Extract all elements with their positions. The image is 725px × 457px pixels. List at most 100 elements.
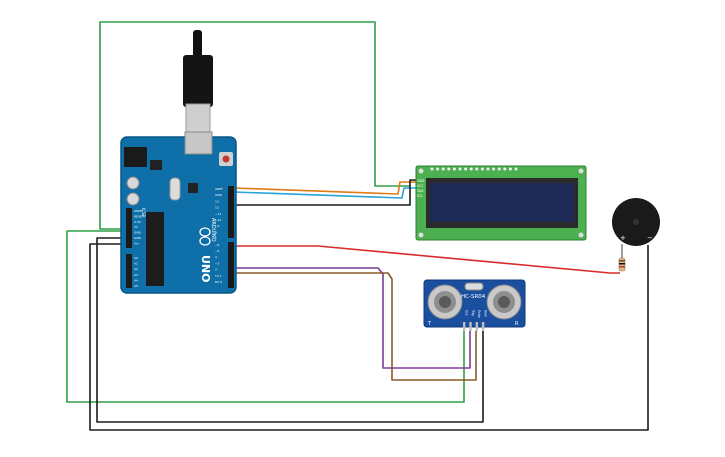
digital-header-high xyxy=(228,186,234,238)
analog-pin-label: A4 xyxy=(134,278,138,282)
resistor xyxy=(618,257,626,272)
usb-port xyxy=(184,131,213,155)
wires xyxy=(66,21,649,431)
digital-pin-label: ~11 xyxy=(215,212,221,216)
mount-hole xyxy=(578,232,584,238)
lcd-header-pin xyxy=(508,167,512,171)
wire-black-lcd xyxy=(234,179,416,206)
arduino-uno-board: UNO ARDUINO ICSP AREF GND 13 12 ~11 ~10 ~9 8 7 ~6… xyxy=(120,131,237,294)
buzzer-minus-label: − xyxy=(647,234,653,242)
digital-pin-label: ~3 xyxy=(215,261,220,265)
lcd-header-pin xyxy=(458,167,462,171)
lcd-header-pin xyxy=(436,167,440,171)
power-pin-label: 5V xyxy=(134,225,139,229)
sensor-model-label: HC-SR04 xyxy=(461,294,486,300)
power-pin-label: IOREF xyxy=(134,209,143,213)
arduino-model-label: UNO xyxy=(199,255,212,283)
sensor-pin xyxy=(475,322,478,331)
voltage-regulator xyxy=(150,160,162,170)
lcd-header-pin xyxy=(492,167,496,171)
reset-button-cap xyxy=(222,155,230,163)
digital-pin-label: 4 xyxy=(215,255,217,259)
wire-green-top xyxy=(99,21,410,230)
digital-pin-label: ~9 xyxy=(215,224,220,228)
arduino-brand-label: ARDUINO xyxy=(210,218,216,242)
digital-pin-label: ~6 xyxy=(215,243,220,247)
lcd-header-pin xyxy=(486,167,490,171)
digital-pin-label: GND xyxy=(215,193,223,197)
sensor-side-label-r: R xyxy=(515,321,519,327)
analog-pin-label: A5 xyxy=(134,284,138,288)
analog-pin-label: A1 xyxy=(134,262,138,266)
buzzer-plus-label: + xyxy=(620,234,626,242)
wire-red xyxy=(228,245,620,274)
digital-pin-label: RX 0 xyxy=(215,280,222,284)
analog-pin-label: A3 xyxy=(134,273,138,277)
digital-pin-label: AREF xyxy=(215,187,223,191)
atmega-chip xyxy=(146,212,164,286)
wire-black-buzzer xyxy=(89,243,649,431)
power-pin-label: 3.3V xyxy=(134,220,142,224)
analog-pin-label: A0 xyxy=(134,256,138,260)
lcd-header-pin xyxy=(469,167,473,171)
digital-pin-label: 12 xyxy=(215,206,219,210)
digital-pin-label: ~10 xyxy=(215,218,221,222)
power-jack xyxy=(124,147,147,167)
capacitor xyxy=(126,192,140,206)
lcd-top-pins xyxy=(430,167,518,171)
sensor-pin xyxy=(463,322,466,331)
analog-pin-label: A2 xyxy=(134,267,138,271)
arduino-logo-icon xyxy=(199,227,211,246)
sensor-side-label-t: T xyxy=(427,321,432,327)
capacitor xyxy=(126,176,140,190)
wire-black-sensor xyxy=(96,237,484,423)
sensor-pin-label: Vcc xyxy=(465,310,469,316)
arduino-pin-labels: AREF GND 13 12 ~11 ~10 ~9 8 7 ~6 ~5 4 ~3 2 TX 1 RX 0 IOR… xyxy=(134,187,223,288)
digital-pin-label: 7 xyxy=(215,237,217,241)
icsp-label: ICSP xyxy=(141,208,146,218)
lcd-header-pin xyxy=(497,167,501,171)
lcd-header-pin xyxy=(452,167,456,171)
sensor-crystal xyxy=(464,282,484,291)
mount-hole xyxy=(578,168,584,174)
crystal xyxy=(169,177,181,201)
lcd-header-pin xyxy=(475,167,479,171)
piezo-buzzer: + − xyxy=(612,198,660,246)
sensor-pin-label: Gnd xyxy=(483,310,487,317)
digital-pin-label: ~5 xyxy=(215,249,220,253)
sensor-pin xyxy=(481,322,485,331)
sensor-pin xyxy=(469,322,472,331)
sensor-pin-label: Echo xyxy=(477,310,481,318)
power-pin-label: GND xyxy=(134,236,142,240)
usb-chip xyxy=(188,183,198,193)
digital-pin-label: 8 xyxy=(215,230,217,234)
lcd-header-pin xyxy=(464,167,468,171)
sensor-pin-label: Trig xyxy=(471,309,475,316)
lcd-header-pin xyxy=(430,167,434,171)
lcd-screen xyxy=(430,183,574,222)
wire-green-bottom xyxy=(66,230,465,403)
digital-pin-label: 13 xyxy=(215,199,219,203)
lcd-header-pin xyxy=(441,167,445,171)
power-pin-label: GND xyxy=(134,231,142,235)
wire-purple xyxy=(228,267,471,369)
usb-cable xyxy=(183,30,213,133)
lcd-pin-label: GND xyxy=(417,179,425,183)
wire-orange xyxy=(233,181,416,195)
digital-pin-label: 2 xyxy=(215,268,217,272)
lcd-pin-label: VCC xyxy=(417,184,424,188)
analog-header xyxy=(126,254,132,288)
power-pin-label: Vin xyxy=(134,241,139,245)
wire-brown xyxy=(228,272,477,381)
power-header xyxy=(126,208,132,248)
digital-pin-label: TX 1 xyxy=(214,274,222,278)
lcd-header-pin xyxy=(503,167,507,171)
power-pin-label: RESET xyxy=(134,214,144,218)
lcd-pin-label: SDA xyxy=(417,189,424,193)
mount-hole xyxy=(418,232,424,238)
